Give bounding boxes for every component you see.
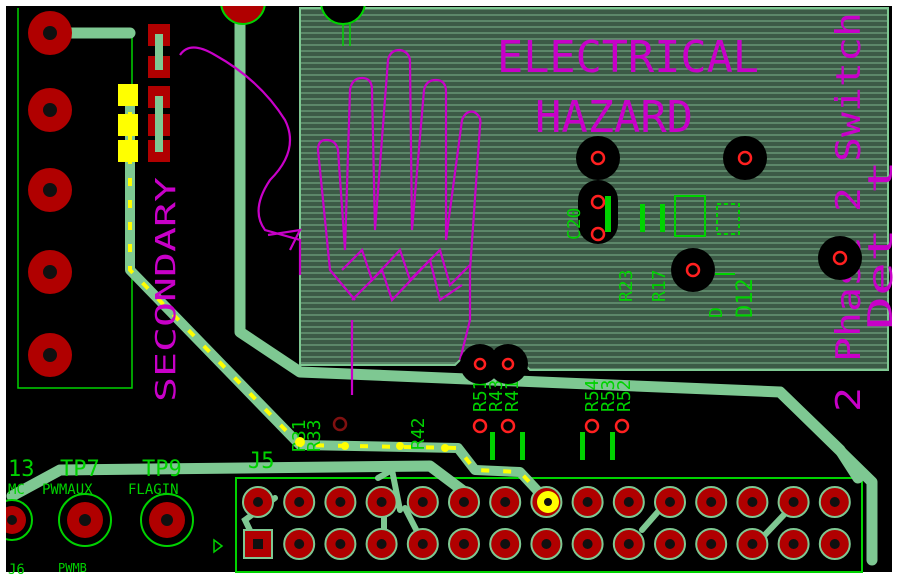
label-r51: R51 — [470, 379, 491, 412]
header-j5-outline — [235, 477, 863, 573]
header-pin-hole — [829, 539, 840, 549]
label-pwmaux: PWMAUX — [42, 482, 93, 498]
header-pin-hole — [294, 497, 305, 507]
header-pin-hole — [335, 497, 346, 507]
label-r43: R43 — [486, 379, 507, 412]
header-pin-hole — [623, 539, 634, 549]
label-r17: R17 — [649, 269, 670, 302]
label-j5: J5 — [248, 449, 275, 474]
plane-components — [576, 136, 862, 292]
label-tp9: TP9 — [142, 457, 182, 482]
hazard-text-line2: HAZARD — [535, 92, 693, 143]
header-pin-hole — [706, 539, 717, 549]
label-d12: D12 — [733, 278, 758, 318]
trace-vias — [295, 437, 449, 452]
header-pin-hole — [623, 497, 634, 507]
label-r33: R33 — [304, 419, 325, 452]
header-pin-hole — [459, 539, 469, 549]
phase-extra-label: Det t — [861, 160, 900, 330]
header-pin-hole — [582, 539, 593, 549]
header-pin-hole — [500, 539, 511, 549]
traces — [6, 2, 878, 566]
header-pin-hole — [541, 539, 552, 549]
selected-via-hole — [544, 498, 552, 506]
header-pin-hole — [376, 497, 387, 507]
header-pin-hole — [747, 497, 758, 507]
connector-pads-left — [28, 11, 72, 377]
label-r23: R23 — [616, 269, 637, 302]
header-pin-hole — [500, 497, 511, 507]
header-pin-hole — [253, 497, 263, 507]
label-tp13: 13 — [8, 457, 35, 482]
header-pin-hole — [829, 497, 840, 507]
selected-trace[interactable] — [125, 90, 552, 506]
header-pin-hole — [335, 539, 346, 549]
label-flagin: FLAGIN — [128, 482, 179, 498]
header-pin-1-square[interactable] — [243, 529, 273, 559]
header-pin-hole — [417, 497, 428, 507]
label-c20: C20 — [564, 207, 585, 240]
label-r54: R54 — [582, 379, 603, 412]
secondary-label: SECONDARY — [149, 177, 182, 402]
label-r31: R31 — [289, 419, 310, 452]
designator-labels: C20 R23 R17 D D12 R54 R53 R52 R51 R43 R4… — [289, 207, 758, 452]
header-pin-hole — [788, 539, 799, 549]
label-tp7: TP7 — [60, 457, 100, 482]
header-pin-hole — [665, 539, 675, 549]
label-mc: MC — [8, 482, 25, 498]
header-pin-hole — [294, 539, 305, 549]
header-pin-hole — [417, 539, 428, 549]
header-pin-hole — [665, 497, 675, 507]
smd-pads — [118, 24, 170, 162]
pin-1-hole — [253, 539, 263, 549]
header-pin-hole — [582, 497, 593, 507]
label-r53: R53 — [598, 379, 619, 412]
label-r41: R41 — [502, 379, 523, 412]
label-r52: R52 — [614, 379, 635, 412]
label-r42: R42 — [408, 417, 429, 450]
phase-switch-label: 2 Phase 2 Switch — [829, 12, 869, 412]
trace-border-bottom[interactable] — [6, 460, 476, 502]
header-pin-hole — [747, 539, 758, 549]
label-d: D — [706, 307, 727, 318]
header-pin-hole — [459, 497, 469, 507]
pin-1-marker-icon — [213, 538, 224, 554]
hazard-text-line1: ELECTRICAL — [497, 32, 759, 83]
header-pin-hole — [376, 539, 387, 549]
trace-right-edge[interactable] — [774, 386, 878, 566]
header-pin-hole — [706, 497, 717, 507]
resistor-pads — [328, 344, 630, 460]
test-points — [0, 493, 194, 547]
hazard-hand-symbol — [179, 46, 482, 395]
header-pin-hole — [788, 497, 799, 507]
label-pwmb: PWMB — [58, 561, 87, 575]
